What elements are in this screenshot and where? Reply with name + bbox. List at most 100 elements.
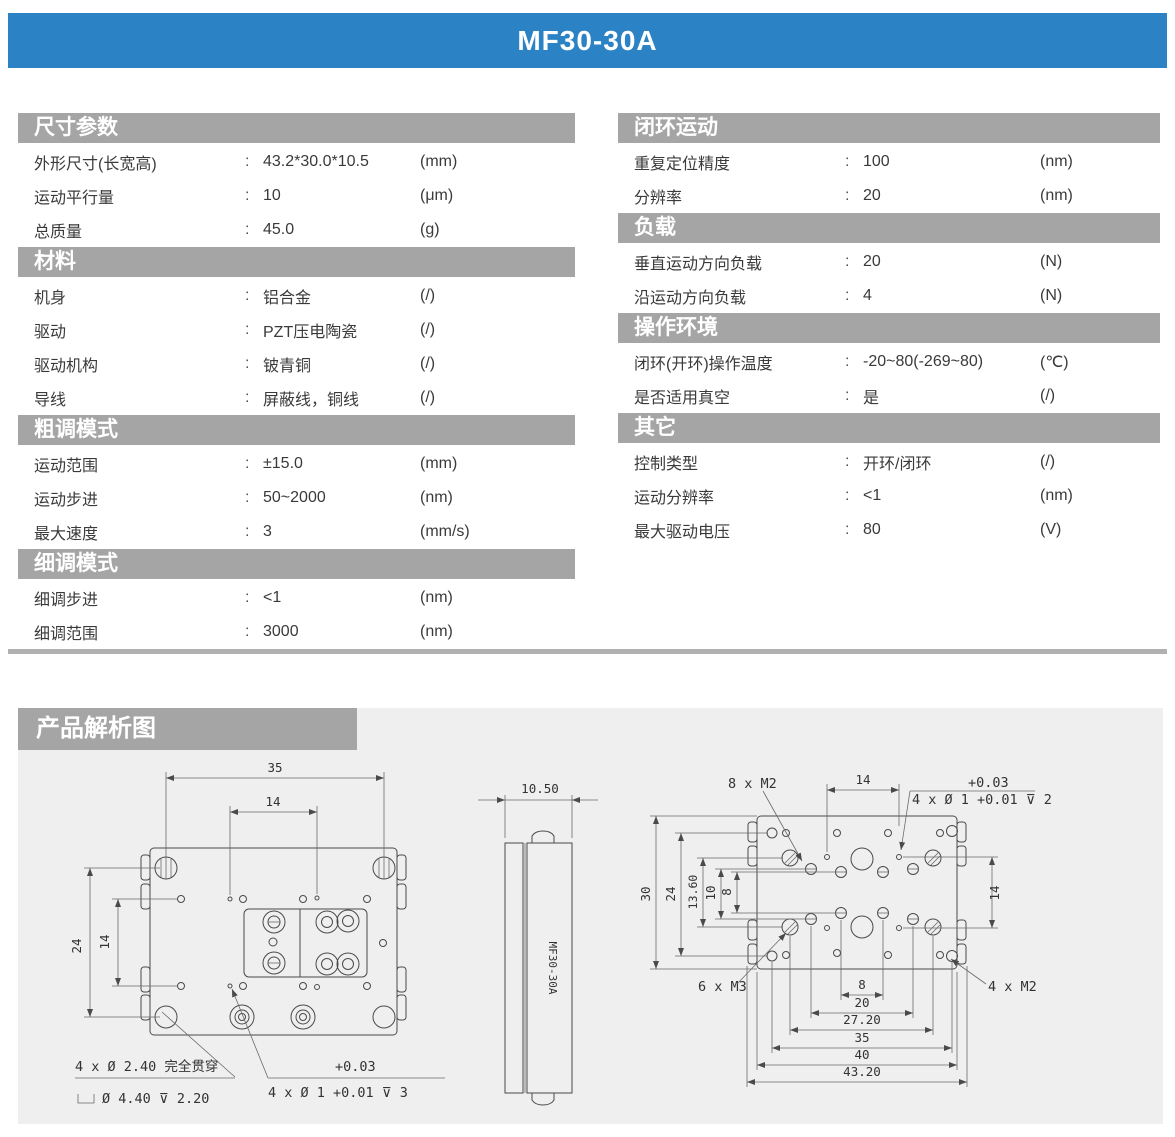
spec-colon: :: [245, 389, 250, 406]
spec-colon: :: [845, 187, 850, 204]
section-header: 其它: [618, 413, 1160, 443]
section-header: 操作环境: [618, 313, 1160, 343]
dim-label-top14: 14: [855, 772, 870, 787]
spec-colon: :: [245, 153, 250, 170]
spec-label: 最大驱动电压: [634, 524, 731, 541]
spec-row: 重复定位精度:100(nm): [618, 145, 1160, 179]
spec-label: 外形尺寸(长宽高): [34, 156, 157, 173]
spec-row: 运动平行量:10(μm): [18, 179, 575, 213]
spec-row: 驱动:PZT压电陶瓷(/): [18, 313, 575, 347]
spec-value: 铝合金: [263, 290, 312, 307]
spec-colon: :: [845, 487, 850, 504]
spec-unit: (/): [1040, 387, 1056, 404]
spec-colon: :: [845, 253, 850, 270]
spec-row: 是否适用真空: 是 (/): [618, 379, 1160, 413]
spec-unit: (/): [420, 321, 436, 338]
spec-unit: (mm/s): [420, 523, 470, 540]
spec-unit: (mm): [420, 455, 458, 472]
section-header: 材料: [18, 247, 575, 277]
note-pins-tol: +0.03: [335, 1059, 376, 1075]
spec-row: 机身:铝合金(/): [18, 279, 575, 313]
dim-label-b43-20: 43.20: [843, 1064, 881, 1079]
dim-label-top-14: 14: [265, 794, 280, 809]
spec-value: <1: [263, 589, 282, 606]
spec-unit: (V): [1040, 521, 1062, 538]
spec-tables: 尺寸参数外形尺寸(长宽高):43.2*30.0*10.5(mm)运动平行量:10…: [18, 113, 1160, 649]
callout-6xM3: 6 x M3: [698, 979, 747, 995]
spec-unit: (mm): [420, 153, 458, 170]
top-view-drawing: 35 14 24 14 4 x Ø 2.40 完全贯穿 Ø 4.40 ⊽ 2.2…: [69, 760, 445, 1107]
spec-row: 闭环(开环)操作温度:-20~80(-269~80)(℃): [618, 345, 1160, 379]
spec-value: 是: [863, 390, 880, 407]
section-header: 粗调模式: [18, 415, 575, 445]
callout-8xM2: 8 x M2: [728, 776, 777, 792]
spec-value: 屏蔽线，铜线: [263, 392, 360, 409]
spec-unit: (℃): [1040, 354, 1069, 371]
spec-label: 导线: [34, 392, 67, 409]
spec-label: 闭环(开环)操作温度: [634, 356, 773, 373]
note-thru-line2: Ø 4.40 ⊽ 2.20: [102, 1091, 209, 1107]
section-header: 负载: [618, 213, 1160, 243]
spec-value: <1: [863, 487, 882, 504]
spec-label: 是否适用真空: [634, 390, 731, 407]
section-header: 尺寸参数: [18, 113, 575, 143]
spec-colon: :: [245, 187, 250, 204]
spec-value: -20~80(-269~80): [863, 353, 984, 370]
dim-label-top-35: 35: [267, 760, 282, 775]
dim-label-left-24: 24: [69, 938, 84, 953]
spec-value: 45.0: [263, 221, 295, 238]
callout-pins: 4 x Ø 1 +0.01 ⊽ 2: [912, 792, 1052, 808]
spec-value: 3: [263, 523, 272, 540]
dim-label-thickness: 10.50: [521, 781, 559, 796]
spec-label: 细调步进: [34, 592, 99, 609]
spec-column-left: 尺寸参数外形尺寸(长宽高):43.2*30.0*10.5(mm)运动平行量:10…: [18, 113, 575, 649]
spec-colon: :: [245, 623, 250, 640]
spec-row: 总质量:45.0(g): [18, 213, 575, 247]
dim-label-b20: 20: [854, 995, 869, 1010]
spec-colon: :: [245, 355, 250, 372]
spec-value: 20: [863, 253, 881, 270]
spec-colon: :: [845, 387, 850, 404]
spec-colon: :: [845, 453, 850, 470]
dim-label-b27-20: 27.20: [843, 1012, 881, 1027]
spec-value: ±15.0: [263, 455, 303, 472]
spec-colon: :: [245, 489, 250, 506]
spec-row: 沿运动方向负载:4(N): [618, 279, 1160, 313]
dim-label-b35: 35: [854, 1030, 869, 1045]
spec-label: 运动步进: [34, 492, 99, 509]
section-header: 闭环运动: [618, 113, 1160, 143]
dim-label-24: 24: [663, 886, 678, 901]
spec-label: 驱动: [34, 324, 67, 341]
spec-label: 最大速度: [34, 526, 99, 543]
spec-value: 10: [263, 187, 281, 204]
spec-colon: :: [245, 287, 250, 304]
spec-row: 运动分辨率:<1(nm): [618, 479, 1160, 513]
spec-unit: (g): [420, 221, 440, 238]
spec-unit: (μm): [420, 187, 454, 204]
spec-label: 细调范围: [34, 626, 99, 643]
drawing-panel-title: 产品解析图: [36, 715, 156, 742]
spec-value: 43.2*30.0*10.5: [263, 153, 369, 170]
spec-unit: (nm): [420, 489, 453, 506]
title-bar: MF30-30A: [8, 13, 1167, 68]
spec-row: 控制类型:开环/闭环(/): [618, 445, 1160, 479]
drawing-panel: 产品解析图: [18, 708, 1163, 1124]
spec-row: 最大速度:3(mm/s): [18, 515, 575, 549]
dim-label-b8: 8: [858, 977, 866, 992]
spec-value: 开环/闭环: [863, 456, 932, 473]
spec-unit: (nm): [1040, 187, 1073, 204]
spec-value: 80: [863, 521, 881, 538]
spec-row: 最大驱动电压:80(V): [618, 513, 1160, 547]
spec-row: 细调范围:3000(nm): [18, 615, 575, 649]
spec-label: 机身: [34, 290, 67, 307]
spec-colon: :: [245, 321, 250, 338]
spec-value: 50~2000: [263, 489, 326, 506]
spec-unit: (N): [1040, 287, 1063, 304]
spec-unit: (nm): [1040, 153, 1073, 170]
side-view-drawing: 10.50 MF30-30A: [478, 781, 598, 1106]
drawing-panel-header: 产品解析图: [18, 708, 357, 750]
spec-label: 运动范围: [34, 458, 99, 475]
spec-label: 分辨率: [634, 190, 683, 207]
dim-label-b40: 40: [854, 1047, 869, 1062]
